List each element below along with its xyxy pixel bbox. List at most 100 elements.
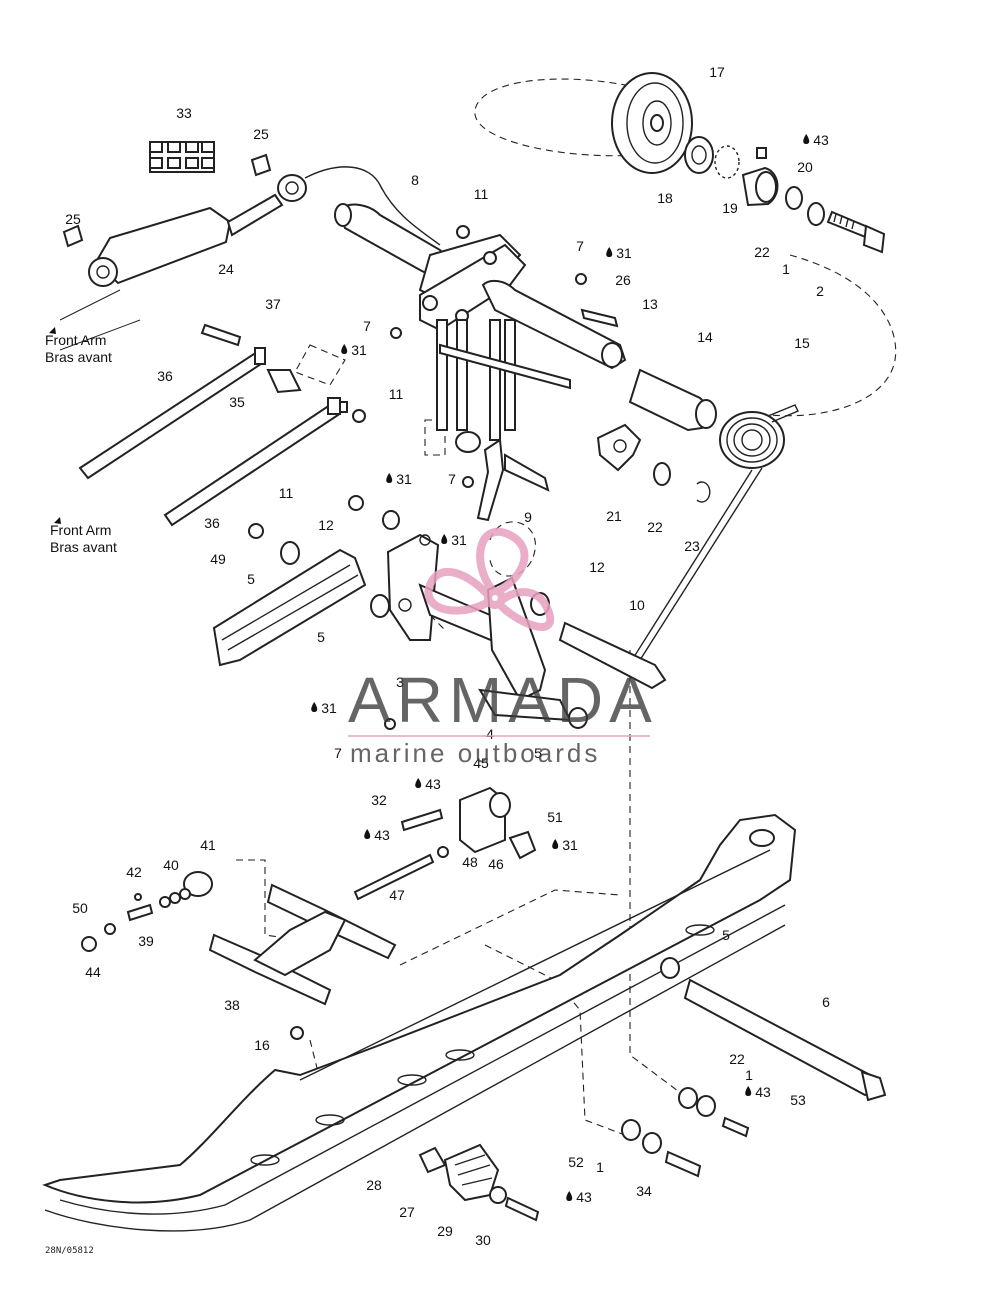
cam-bracket <box>596 423 642 472</box>
part-label-p39: 39 <box>138 933 154 949</box>
shaft-10 <box>558 621 667 690</box>
part-label-p4: 4 <box>486 726 494 742</box>
part-label-p43d: 43 <box>755 1084 771 1100</box>
nut-44 <box>81 936 97 952</box>
tie-rod <box>439 343 571 390</box>
part-label-p7d: 7 <box>334 745 342 761</box>
part-label-p31b: 31 <box>351 342 367 358</box>
part-label-p11a: 11 <box>474 186 489 202</box>
part-label-p43e: 43 <box>576 1189 592 1205</box>
part-label-p15: 15 <box>794 335 810 351</box>
watermark-subtitle: marine outboards <box>350 738 600 768</box>
bushing-28 <box>418 1146 447 1174</box>
lubricant-drop-icon <box>566 1191 573 1201</box>
part-label-p3: 3 <box>396 674 404 690</box>
part-label-p9: 9 <box>524 509 532 525</box>
part-label-p38: 38 <box>224 997 240 1013</box>
part-label-p5b: 5 <box>317 629 325 645</box>
set-screw <box>756 147 767 159</box>
washer-5 <box>370 594 390 618</box>
part-label-p29: 29 <box>437 1223 453 1239</box>
part-label-p24: 24 <box>218 261 234 277</box>
part-label-p22c: 22 <box>729 1051 745 1067</box>
part-label-p52: 52 <box>568 1154 584 1170</box>
part-label-p36a: 36 <box>157 368 173 384</box>
part-label-p22a: 22 <box>754 244 770 260</box>
bolt-32 <box>400 808 444 832</box>
part-label-p43a: 43 <box>813 132 829 148</box>
washer-29 <box>489 1186 507 1204</box>
lubricant-drop-icon <box>386 473 393 483</box>
part-label-p7b: 7 <box>363 318 371 334</box>
pivot-arm-assembly <box>334 203 799 661</box>
washer <box>785 186 803 210</box>
shock-absorber <box>59 141 441 351</box>
arrow-icon <box>54 517 61 524</box>
lubricant-drop-icon <box>415 778 422 788</box>
nut-11 <box>456 225 470 239</box>
watermark-title: ARMADA <box>348 664 658 736</box>
part-label-p31c: 31 <box>396 471 412 487</box>
note-front-arm-top-line-2: Bras avant <box>45 349 112 365</box>
part-label-p21: 21 <box>606 508 622 524</box>
note-front-arm-bottom-line-2: Bras avant <box>50 539 117 555</box>
part-label-p10: 10 <box>629 597 645 613</box>
part-label-p20: 20 <box>797 159 813 175</box>
rod-36-lower <box>163 403 340 527</box>
part-label-p27: 27 <box>399 1204 415 1220</box>
circlip-23 <box>696 481 711 503</box>
part-label-p12b: 12 <box>589 559 605 575</box>
part-label-p43c: 43 <box>374 827 390 843</box>
bushing-top <box>250 153 272 177</box>
lever <box>476 438 505 522</box>
lubricant-drop-icon <box>745 1086 752 1096</box>
bushing-41 <box>183 871 213 897</box>
part-label-p47: 47 <box>389 887 405 903</box>
nut-49 <box>248 523 264 539</box>
decal-block <box>149 141 163 153</box>
part-label-p1c: 1 <box>596 1159 604 1175</box>
part-label-p5c: 5 <box>534 745 542 761</box>
part-label-p31d: 31 <box>451 532 467 548</box>
bearing <box>684 136 714 174</box>
lubricant-drop-icon <box>552 839 559 849</box>
adjuster-block <box>353 786 537 901</box>
rear-arm-plate <box>253 910 347 977</box>
part-label-p14: 14 <box>697 329 713 345</box>
lubricant-drop-icon <box>803 134 810 144</box>
washer-22 <box>653 462 671 486</box>
lubricant-drop-icon <box>441 534 448 544</box>
bolt-53 <box>721 1116 750 1138</box>
part-label-p5d: 5 <box>722 927 730 943</box>
part-label-p1b: 1 <box>745 1067 753 1083</box>
part-label-p7a: 7 <box>576 238 584 254</box>
link-rod <box>436 319 448 431</box>
bushing-left <box>62 224 84 248</box>
part-label-p26: 26 <box>615 272 631 288</box>
slide-rail <box>212 548 367 667</box>
part-label-p46: 46 <box>488 856 504 872</box>
part-label-p30: 30 <box>475 1232 491 1248</box>
part-label-p32: 32 <box>371 792 387 808</box>
drawing-code: 28N/05812 <box>45 1246 94 1256</box>
bracket-plate <box>386 533 440 641</box>
part-label-p34: 34 <box>636 1183 652 1199</box>
idler-wheel-assembly <box>611 72 886 254</box>
part-label-p31a: 31 <box>616 245 632 261</box>
rear-arm <box>81 871 397 1006</box>
propeller-logo <box>424 527 555 631</box>
part-label-p5a: 5 <box>247 571 255 587</box>
part-label-p43b: 43 <box>425 776 441 792</box>
lubricant-drop-icon <box>341 344 348 354</box>
part-label-p45: 45 <box>473 755 489 771</box>
rods <box>78 323 341 527</box>
nut-16 <box>290 1026 304 1040</box>
part-label-p35: 35 <box>229 394 245 410</box>
part-label-p31e: 31 <box>321 700 337 716</box>
bolt-30 <box>504 1196 540 1222</box>
part-label-p28: 28 <box>366 1177 382 1193</box>
part-label-p51: 51 <box>547 809 563 825</box>
part-label-p2: 2 <box>816 283 824 299</box>
lubricant-drop-icon <box>311 702 318 712</box>
